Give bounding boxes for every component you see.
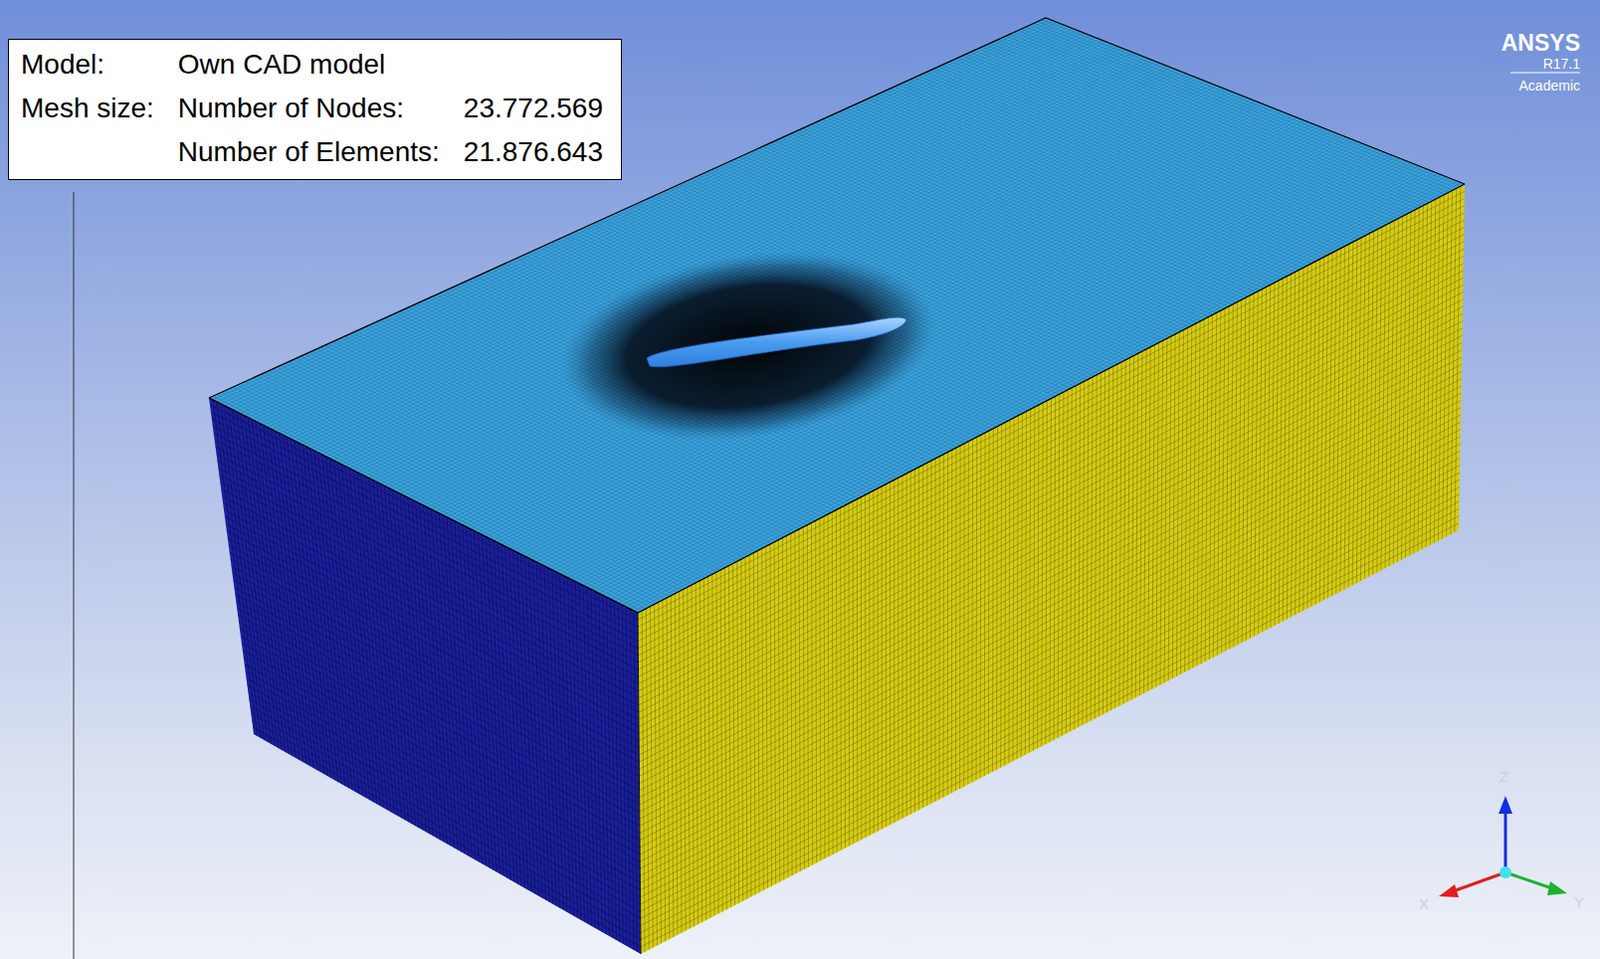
info-text: Number of Elements: — [178, 131, 440, 174]
info-text: 21.876.643 — [463, 131, 603, 174]
license-text: Academic — [1519, 77, 1581, 94]
axis-label: X — [1418, 895, 1429, 913]
refinement-zone — [548, 228, 949, 463]
edge — [208, 184, 1465, 613]
info-text: Mesh size: — [20, 87, 155, 130]
axis-label: Z — [1499, 768, 1509, 786]
version-text: R17.1 — [1543, 55, 1581, 72]
axis-triad — [1438, 796, 1568, 898]
logo-rule — [1510, 72, 1581, 74]
edge — [637, 612, 641, 955]
axis-label: Y — [1574, 893, 1585, 911]
frame-line — [73, 192, 75, 959]
info-text: Number of Nodes: — [178, 87, 440, 130]
info-text: Model: — [20, 43, 155, 86]
info-box: Model: Own CAD modelMesh size: Number of N… — [7, 38, 622, 181]
info-text: 23.772.569 — [463, 87, 603, 130]
info-text: Own CAD model — [178, 43, 603, 86]
logo-text: ANSYS — [1501, 29, 1581, 57]
ship-hull — [646, 317, 907, 368]
